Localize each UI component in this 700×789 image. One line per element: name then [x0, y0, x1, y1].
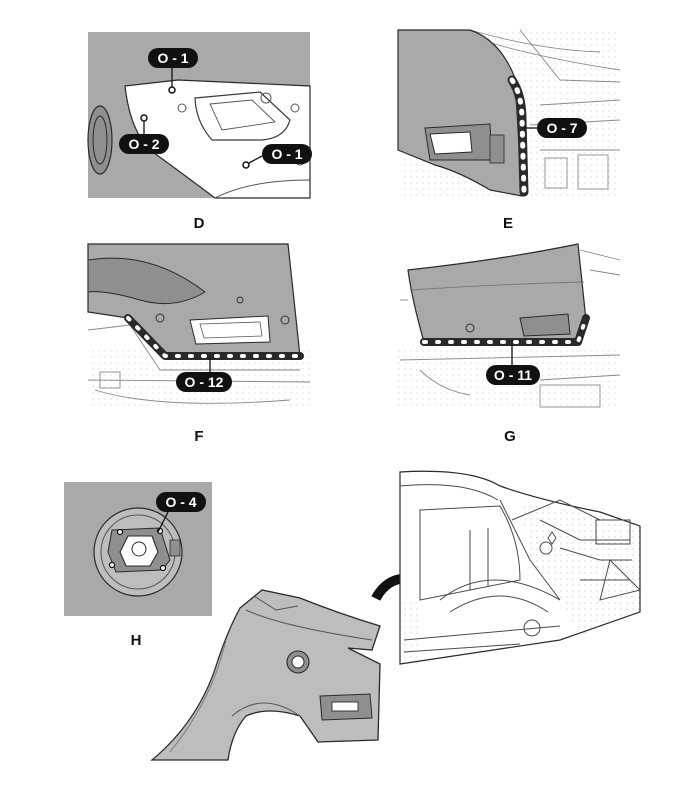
panel-e: O - 7 E [397, 29, 621, 232]
panel-e-caption: E [503, 215, 513, 232]
panel-f-caption: F [194, 428, 203, 445]
panel-d-caption: D [194, 215, 205, 232]
callout-e-o7: O - 7 [537, 118, 587, 138]
callout-g-o11-label: O - 11 [494, 367, 532, 383]
panel-f: O - 12 F [87, 243, 311, 445]
vehicle-body-rear [399, 470, 641, 665]
callout-h-o4-label: O - 4 [165, 494, 196, 510]
callout-f-o12: O - 12 [176, 372, 232, 392]
quarter-panel-part [150, 589, 381, 761]
callout-d-o1-right: O - 1 [262, 144, 312, 164]
panel-h: O - 4 H [64, 482, 212, 649]
callout-d-o1-top: O - 1 [148, 48, 198, 68]
callout-d-o1-right-label: O - 1 [271, 146, 302, 162]
callout-f-o12-label: O - 12 [185, 374, 224, 390]
fuel-door-recess [87, 105, 113, 175]
panel-d: O - 1 O - 2 O - 1 D [87, 32, 312, 232]
callout-d-o2: O - 2 [119, 134, 169, 154]
panel-g-caption: G [504, 428, 516, 445]
callout-h-o4: O - 4 [156, 492, 206, 512]
callout-e-o7-label: O - 7 [546, 120, 577, 136]
callout-d-o1-top-label: O - 1 [157, 50, 188, 66]
panel-g: O - 11 G [398, 243, 621, 445]
callout-d-o2-label: O - 2 [128, 136, 159, 152]
callout-g-o11: O - 11 [486, 365, 540, 385]
panel-h-caption: H [131, 632, 142, 649]
